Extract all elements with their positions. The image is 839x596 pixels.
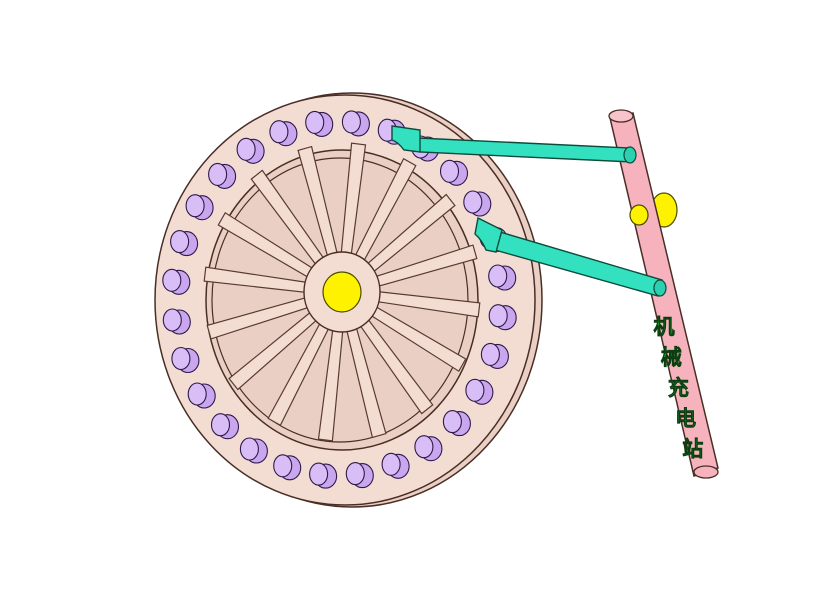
wheel-peg — [463, 190, 492, 217]
wheel-peg — [273, 454, 302, 481]
wheel-inner-lip — [211, 157, 469, 443]
wheel-peg — [480, 342, 509, 369]
lever-label-char: 械 — [661, 346, 682, 370]
hub-axle — [322, 271, 362, 313]
wheel-peg — [236, 137, 265, 164]
upper-push-rod — [391, 125, 637, 164]
lower-rod-hook — [474, 216, 503, 253]
lever-label-char: 站 — [682, 437, 703, 461]
wheel-peg — [171, 346, 200, 374]
wheel-peg — [345, 462, 374, 489]
wheel-peg — [465, 378, 494, 405]
wheel-peg — [305, 110, 334, 137]
lower-rod-pin — [653, 279, 667, 297]
wheel-peg — [239, 437, 268, 464]
wheel-spokes — [203, 142, 481, 442]
wheel-peg — [381, 452, 410, 479]
wheel-peg — [170, 230, 199, 257]
lever-arm-top-cap — [608, 109, 634, 123]
wheel-peg — [187, 382, 216, 409]
lever-label-char: 机 — [654, 315, 675, 339]
wheel — [154, 92, 543, 508]
lever-pivot-hole — [629, 204, 649, 226]
wheel-peg — [309, 462, 338, 489]
wheel-peg — [341, 110, 370, 137]
upper-rod-pin — [623, 146, 637, 164]
lever-label-char: 充 — [668, 376, 689, 400]
wheel-peg — [488, 304, 517, 331]
wheel-peg — [210, 413, 240, 440]
wheel-peg — [414, 435, 443, 462]
wheel-rim-face — [154, 94, 536, 506]
wheel-peg — [162, 308, 191, 335]
wheel-peg — [269, 120, 298, 147]
upper-rod-hook — [391, 125, 421, 153]
wheel-peg — [208, 162, 237, 189]
lever-label-char: 电 — [675, 407, 696, 431]
wheel-peg — [439, 159, 469, 186]
wheel-peg — [442, 410, 471, 437]
lever-arm-bottom-cap — [693, 465, 719, 479]
wheel-peg — [488, 264, 517, 291]
wheel-peg — [185, 194, 214, 221]
lower-push-rod — [474, 216, 667, 297]
wheel-peg — [162, 268, 191, 295]
